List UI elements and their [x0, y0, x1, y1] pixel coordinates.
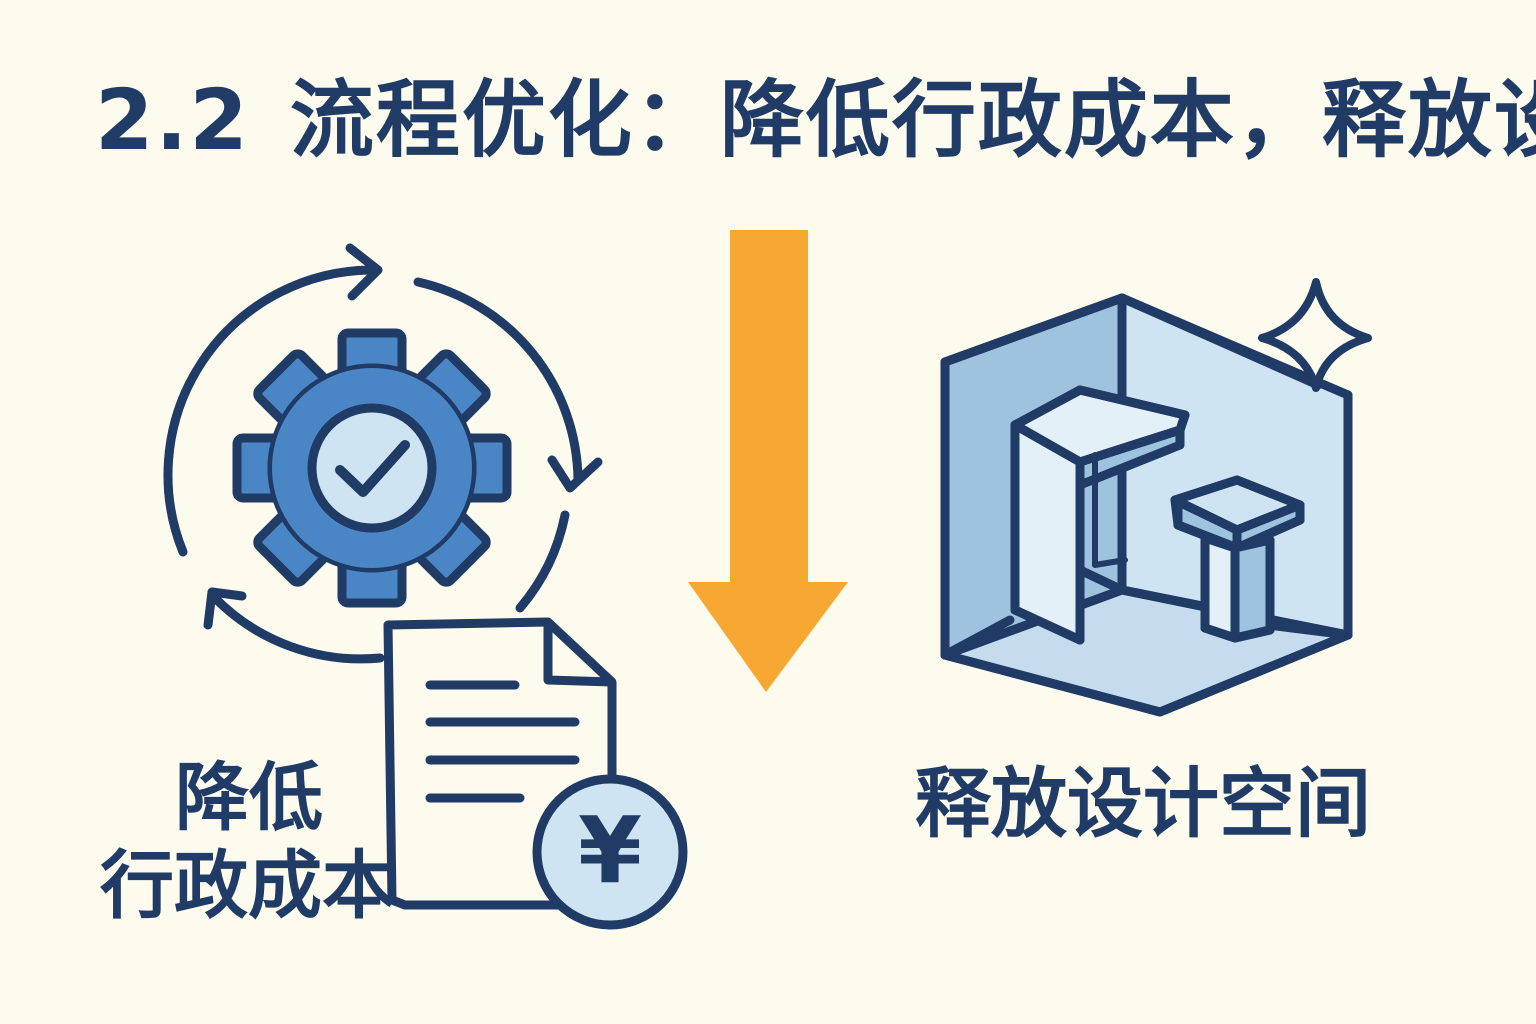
gear-check-icon — [232, 328, 512, 608]
left-caption-line1: 降低 — [175, 755, 323, 841]
title-text: 流程优化：降低行政成本，释放设 — [289, 71, 1536, 169]
yen-coin-icon: ¥ — [532, 774, 688, 930]
right-caption: 释放设计空间 — [915, 759, 1371, 848]
down-arrow-icon — [688, 230, 848, 692]
yen-symbol: ¥ — [578, 797, 642, 904]
room-3d-icon — [940, 293, 1353, 717]
section-number: 2.2 — [95, 71, 250, 169]
cycle-arrows-icon — [163, 243, 603, 664]
left-caption-line2: 行政成本 — [100, 843, 396, 929]
sparkle-icon — [1258, 278, 1372, 392]
